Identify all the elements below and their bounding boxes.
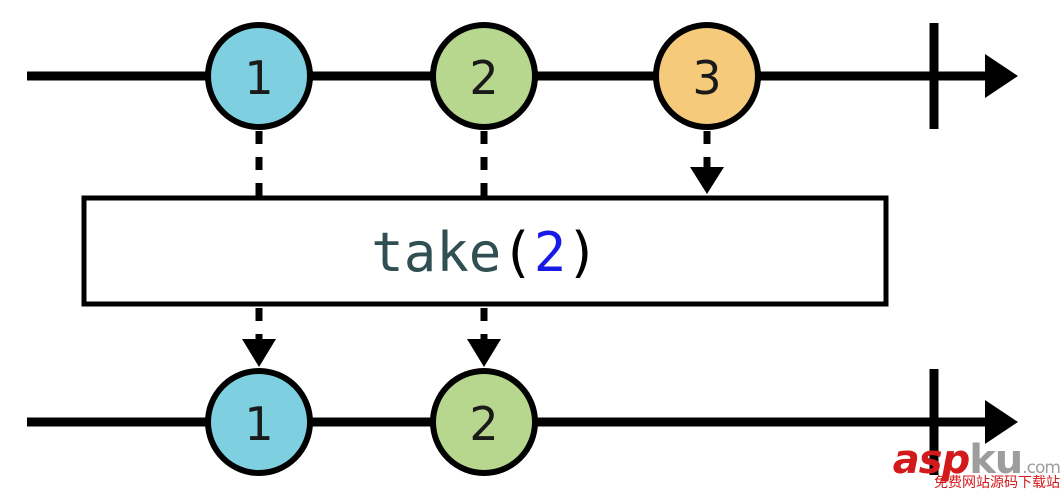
output-marble-1-label: 1 [244, 397, 273, 451]
output-timeline: 1 2 [27, 368, 1018, 476]
source-marble-1-label: 1 [244, 51, 273, 105]
source-marble-1-circle[interactable] [205, 22, 313, 130]
watermark-brand-first: asp [892, 437, 970, 483]
watermark: aspku.com 免费网站源码下载站 [880, 437, 1061, 500]
source-marble-2-circle[interactable] [430, 22, 538, 130]
output-marble-2-label: 2 [469, 397, 498, 451]
connector-out-1-arrowhead [242, 339, 276, 367]
operator-open-paren: ( [501, 221, 534, 284]
watermark-domain-suffix: .com [1022, 458, 1061, 478]
operator-name: take [371, 221, 501, 284]
output-marble-2-circle[interactable] [430, 368, 538, 476]
operator-box-rect[interactable] [81, 195, 889, 307]
output-marble-2[interactable]: 2 [430, 368, 538, 476]
connectors-into-operator [255, 131, 724, 196]
output-marble-1-circle[interactable] [205, 368, 313, 476]
watermark-brand-second: ku [969, 437, 1023, 483]
operator-arg: 2 [534, 221, 567, 284]
connector-out-2-arrowhead [467, 339, 501, 367]
output-marble-1[interactable]: 1 [205, 368, 313, 476]
output-timeline-arrowhead [985, 400, 1018, 444]
connector-in-3-arrowhead [690, 167, 724, 194]
watermark-brand: aspku.com [880, 437, 1061, 483]
source-marble-2-label: 2 [469, 51, 498, 105]
source-marble-3-label: 3 [692, 51, 721, 105]
source-marble-1[interactable]: 1 [205, 22, 313, 130]
connectors-out-of-operator [242, 308, 501, 367]
source-timeline-arrowhead [985, 54, 1018, 98]
source-marble-3[interactable]: 3 [653, 22, 761, 130]
source-marble-2[interactable]: 2 [430, 22, 538, 130]
operator-box[interactable]: take(2) [81, 195, 889, 307]
operator-close-paren: ) [566, 221, 599, 284]
operator-label: take(2) [371, 221, 599, 284]
source-timeline: 1 2 3 [27, 22, 1018, 130]
source-marble-3-circle[interactable] [653, 22, 761, 130]
watermark-tagline: 免费网站源码下载站 [934, 475, 1060, 491]
